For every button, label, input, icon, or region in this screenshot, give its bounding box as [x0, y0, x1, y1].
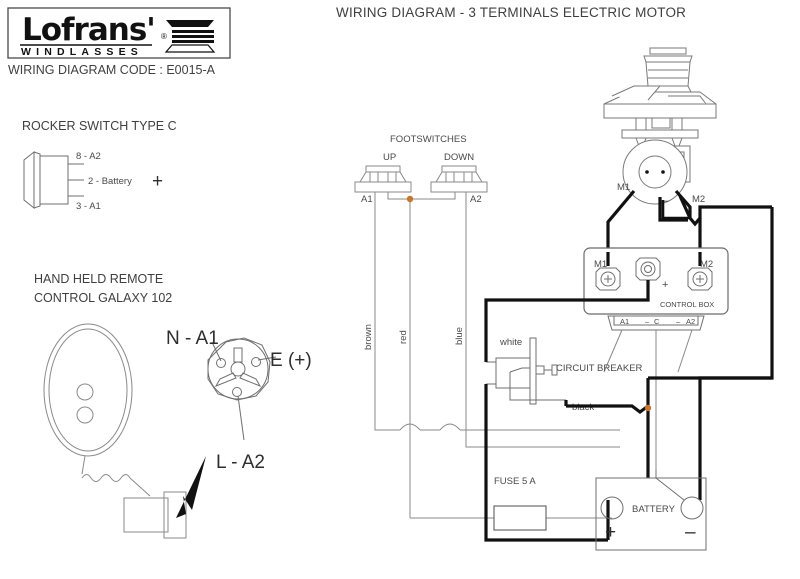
remote-handset-icon [43, 323, 187, 539]
wire-label-red: red [398, 330, 409, 344]
fuse-label: FUSE 5 A [494, 476, 536, 487]
footswitch-up-icon [354, 165, 412, 193]
socket-pin-e-plus: E (+) [270, 350, 312, 371]
brand-name: Lofrans' [22, 12, 155, 48]
rocker-plus-sign: + [152, 171, 163, 192]
footswitch-up-label: UP [383, 152, 396, 163]
power-wiring [484, 280, 772, 542]
control-box-terminal-m1: M1 [594, 259, 607, 270]
control-box: M1 M2 + CONTROL BOX A1 – C – A2 [583, 247, 729, 470]
control-box-stud-m2 [687, 267, 713, 291]
battery-label: BATTERY [632, 504, 676, 515]
rocker-switch-section: ROCKER SWITCH TYPE C 8 - A2 2 - Battery … [22, 119, 177, 212]
remote-heading-line1: HAND HELD REMOTE [34, 272, 163, 286]
wire-label-brown: brown [363, 324, 374, 350]
footswitch-down-label: DOWN [444, 152, 474, 163]
brand-logo: Lofrans' ® WINDLASSES [7, 7, 231, 59]
windlass-motor-assembly [603, 47, 717, 205]
battery-negative-terminal [680, 496, 704, 520]
junction-dot-footswitch [406, 195, 414, 203]
control-box-plus-sign: + [662, 279, 668, 291]
control-box-label: CONTROL BOX [660, 300, 714, 309]
footswitches-section: FOOTSWITCHES UP DOWN A1 A2 [354, 134, 488, 205]
control-box-stud-m1 [595, 267, 621, 291]
signal-wiring [374, 192, 620, 519]
circuit-breaker-label: CIRCUIT BREAKER [556, 363, 643, 374]
socket-pin-n-a1: N - A1 [166, 328, 219, 349]
socket-pin-l-a2: L - A2 [216, 452, 265, 473]
fuse: FUSE 5 A [493, 476, 547, 531]
battery-negative-sign: – [685, 522, 696, 543]
control-box-terminal-m2: M2 [700, 259, 713, 270]
junction-dot-black-wire [644, 404, 652, 412]
rocker-switch-heading: ROCKER SWITCH TYPE C [22, 119, 177, 133]
control-box-stud-plus [635, 257, 661, 281]
page-title: WIRING DIAGRAM - 3 TERMINALS ELECTRIC MO… [336, 5, 686, 20]
remote-heading-line2: CONTROL GALAXY 102 [34, 291, 172, 305]
footswitch-terminal-a2: A2 [470, 194, 482, 205]
motor-terminal-m2: M2 [692, 194, 705, 205]
connector-dash-1: – [645, 317, 650, 326]
rocker-terminal-2-battery: 2 - Battery [88, 176, 132, 187]
diagram-code: WIRING DIAGRAM CODE : E0015-A [8, 63, 216, 77]
footswitch-terminal-a1: A1 [361, 194, 373, 205]
battery-positive-terminal [600, 496, 624, 520]
rocker-terminal-3-a1: 3 - A1 [76, 201, 101, 212]
remote-section: HAND HELD REMOTE CONTROL GALAXY 102 [34, 272, 312, 539]
motor-minus-sign: – [663, 195, 670, 207]
connector-pin-c: C [654, 317, 660, 326]
connector-pin-a1: A1 [620, 317, 629, 326]
battery: BATTERY + – [595, 470, 707, 551]
circuit-breaker: white CIRCUIT BREAKER black [486, 337, 643, 413]
motor-terminal-m1: M1 [617, 182, 630, 193]
windlass-drum-icon [164, 20, 216, 53]
brand-subtitle: WINDLASSES [21, 46, 143, 58]
connector-dash-2: – [676, 317, 681, 326]
rocker-terminal-8-a2: 8 - A2 [76, 151, 101, 162]
battery-positive-sign: + [605, 522, 616, 543]
registered-mark-icon: ® [161, 32, 167, 41]
remote-socket-icon [207, 337, 277, 441]
rocker-switch-icon [23, 150, 84, 210]
wire-label-blue: blue [454, 327, 465, 345]
pointer-arrow-icon [176, 456, 206, 518]
footswitch-down-icon [430, 165, 488, 193]
wire-label-white: white [499, 337, 522, 348]
footswitches-heading: FOOTSWITCHES [390, 134, 467, 145]
motor-leads [606, 189, 772, 252]
connector-pin-a2: A2 [686, 317, 695, 326]
